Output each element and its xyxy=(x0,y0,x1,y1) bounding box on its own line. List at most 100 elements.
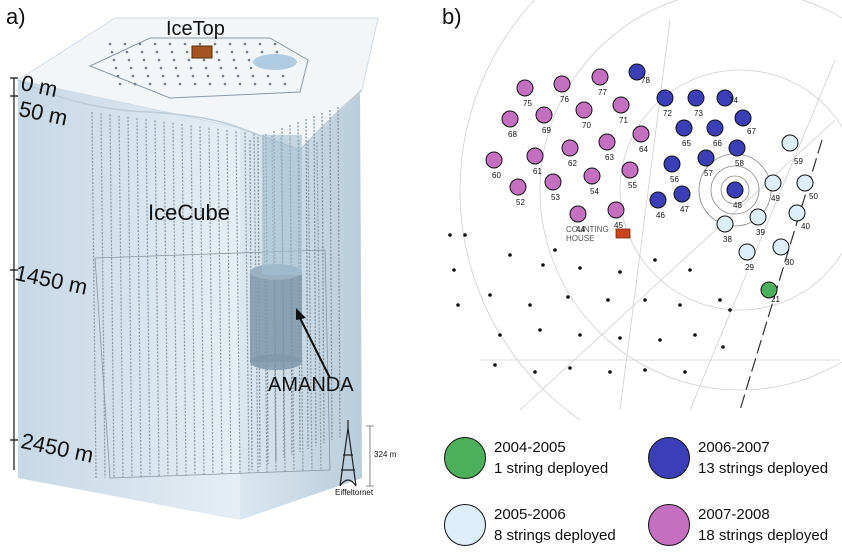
future-string-dot xyxy=(568,366,572,370)
string-line xyxy=(181,123,187,476)
legend-swatch xyxy=(648,437,690,479)
string-marker xyxy=(738,243,756,261)
icetop-tank xyxy=(185,50,189,54)
icetop-tank xyxy=(129,66,133,70)
icetop-tank xyxy=(234,66,238,70)
string-number-label: 66 xyxy=(713,139,722,148)
string-marker xyxy=(760,281,778,299)
string-line xyxy=(226,129,232,474)
icetop-tank xyxy=(208,82,212,86)
string-number-label: 50 xyxy=(809,192,818,201)
icetop-tank xyxy=(275,50,279,54)
string-marker xyxy=(516,79,534,97)
string-marker xyxy=(526,147,544,165)
string-marker xyxy=(561,139,579,157)
icetop-tank xyxy=(123,42,127,46)
string-number-label: 58 xyxy=(735,159,744,168)
future-string-dot xyxy=(618,336,622,340)
icetop-tank xyxy=(217,58,221,62)
panel-b-label: b) xyxy=(442,4,462,29)
string-number-label: 52 xyxy=(516,198,525,207)
string-number-label: 61 xyxy=(533,167,542,176)
future-string-dot xyxy=(456,303,460,307)
future-string-dot xyxy=(448,233,452,237)
string-marker xyxy=(788,204,806,222)
future-string-dot xyxy=(533,370,537,374)
icetop-tank xyxy=(187,58,191,62)
string-number-label: 21 xyxy=(771,295,780,304)
string-number-label: 72 xyxy=(663,109,672,118)
string-number-label: 78 xyxy=(641,76,650,85)
future-string-dot xyxy=(578,266,582,270)
legend-swatch xyxy=(444,504,486,546)
icetop-tank xyxy=(273,42,277,46)
string-number-label: 65 xyxy=(682,139,691,148)
string-number-label: 68 xyxy=(508,130,517,139)
icetop-tank xyxy=(118,82,122,86)
icetop-tank xyxy=(108,42,112,46)
string-number-label: 46 xyxy=(656,211,665,220)
string-number-label: 69 xyxy=(542,126,551,135)
icetop-tank xyxy=(159,66,163,70)
future-string-dot xyxy=(538,328,542,332)
icetop-tank xyxy=(133,82,137,86)
icetop-tank xyxy=(174,66,178,70)
icetop-tank xyxy=(193,82,197,86)
string-marker xyxy=(656,89,674,107)
future-string-dot xyxy=(528,303,532,307)
string-marker xyxy=(764,174,782,192)
future-string-dot xyxy=(728,308,732,312)
string-line xyxy=(316,141,322,471)
icetop-tank xyxy=(198,42,202,46)
string-number-label: 47 xyxy=(680,205,689,214)
icetop-tank xyxy=(243,42,247,46)
string-marker xyxy=(501,110,519,128)
icetop-tank xyxy=(116,74,120,78)
icetop-tank xyxy=(131,74,135,78)
deep-column xyxy=(262,135,302,275)
icetop-tank xyxy=(161,74,165,78)
string-number-label: 55 xyxy=(628,181,637,190)
string-number-label: 70 xyxy=(582,121,591,130)
icetop-tank xyxy=(163,82,167,86)
icetop-tank xyxy=(230,50,234,54)
future-string-dot xyxy=(488,293,492,297)
string-number-label: 71 xyxy=(619,116,628,125)
string-marker xyxy=(569,205,587,223)
future-string-dot xyxy=(678,303,682,307)
future-string-dot xyxy=(578,333,582,337)
future-string-dot xyxy=(493,363,497,367)
eiffel-tower-icon xyxy=(339,420,374,487)
string-marker xyxy=(673,185,691,203)
counting-house-label: COUNTING HOUSE xyxy=(566,225,609,243)
string-marker xyxy=(607,201,625,219)
icetop-tank xyxy=(183,42,187,46)
icetop-tank xyxy=(249,66,253,70)
icetop-tank xyxy=(258,42,262,46)
string-marker xyxy=(621,161,639,179)
icetop-tank xyxy=(170,50,174,54)
string-marker xyxy=(649,191,667,209)
ice-front-face xyxy=(18,80,240,520)
icetop-tank xyxy=(232,58,236,62)
string-line xyxy=(145,119,151,477)
future-string-dot xyxy=(721,345,725,349)
string-line xyxy=(190,125,196,475)
string-number-label: 63 xyxy=(605,153,614,162)
string-line xyxy=(289,138,295,472)
future-string-dot xyxy=(718,298,722,302)
string-marker xyxy=(632,125,650,143)
future-string-dot xyxy=(693,333,697,337)
string-number-label: 67 xyxy=(747,127,756,136)
icetop-tank xyxy=(251,74,255,78)
future-string-dot xyxy=(643,298,647,302)
string-number-label: 77 xyxy=(598,88,607,97)
icetop-tank xyxy=(223,82,227,86)
string-number-label: 56 xyxy=(670,175,679,184)
panel-a-label: a) xyxy=(6,4,26,29)
icetop-tank xyxy=(148,82,152,86)
